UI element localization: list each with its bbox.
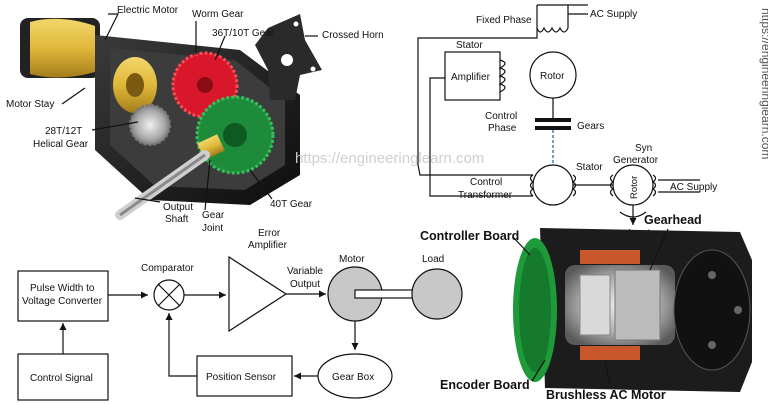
label-motor-stay: Motor Stay: [6, 99, 54, 110]
label-helical-28t: 28T/12T: [45, 126, 82, 137]
electric-motor-can: [30, 18, 95, 78]
label-amplifier-block: Amplifier: [248, 240, 288, 251]
label-control-t: Control: [470, 177, 502, 188]
label-pulse-width: Pulse Width to: [30, 283, 95, 294]
amplifier-box: [444, 51, 501, 101]
side-url: https://engineeringlearn.com: [759, 8, 768, 159]
label-gear-box: Gear Box: [332, 372, 374, 383]
label-load: Load: [422, 254, 444, 265]
control-phase-coil: [498, 59, 506, 93]
pulse-converter-box: [17, 270, 109, 322]
label-amplifier: Amplifier: [451, 72, 491, 83]
label-control-signal: Control Signal: [30, 373, 93, 384]
label-gears: Gears: [577, 121, 604, 132]
label-joint: Joint: [202, 223, 223, 234]
label-helical-gear: Helical Gear: [33, 139, 89, 150]
fixed-phase-coil: [536, 5, 569, 33]
label-error: Error: [258, 228, 281, 239]
label-40t-gear: 40T Gear: [270, 199, 313, 210]
watermark: https://engineeringlearn.com: [295, 150, 484, 167]
label-variable: Variable: [287, 266, 323, 277]
copper-windings-bottom: [580, 346, 640, 360]
label-position-sensor: Position Sensor: [206, 372, 277, 383]
copper-windings-top: [580, 250, 640, 264]
control-transformer-circle: [532, 164, 574, 206]
label-phase: Phase: [488, 123, 517, 134]
label-ac-supply-top: AC Supply: [590, 9, 637, 20]
label-output-block: Output: [290, 279, 320, 290]
label-control: Control: [485, 111, 517, 122]
servo-block-diagram: Pulse Width to Voltage Converter Control…: [17, 228, 463, 401]
load-circle: [411, 268, 463, 320]
label-syn: Syn: [635, 143, 652, 154]
label-rotor-vertical: Rotor: [629, 176, 640, 199]
label-stator-top: Stator: [456, 40, 483, 51]
label-controller-board: Controller Board: [420, 229, 519, 243]
label-stator-mid: Stator: [576, 162, 603, 173]
label-voltage-converter: Voltage Converter: [22, 296, 103, 307]
gears-symbol: [535, 118, 571, 122]
ac-servo-schematic: Fixed Phase AC Supply Stator Amplifier R…: [417, 4, 717, 239]
label-worm-gear: Worm Gear: [192, 9, 244, 20]
label-crossed-horn: Crossed Horn: [322, 30, 384, 41]
label-gearhead: Gearhead: [644, 213, 702, 227]
error-amplifier-triangle: [228, 255, 288, 333]
label-brushless-ac-motor: Brushless AC Motor: [546, 388, 666, 402]
label-fixed-phase: Fixed Phase: [476, 15, 532, 26]
control-signal-box: [17, 353, 109, 401]
label-shaft: Shaft: [165, 214, 189, 225]
label-comparator: Comparator: [141, 263, 194, 274]
label-transformer: Transformer: [458, 190, 513, 201]
gearhead: [673, 249, 751, 371]
helical-gear: [129, 104, 171, 146]
label-electric-motor: Electric Motor: [117, 5, 179, 16]
label-output: Output: [163, 202, 193, 213]
brushless-motor-cutaway: Controller Board Gearhead Encoder Board …: [420, 213, 752, 402]
label-rotor: Rotor: [540, 71, 565, 82]
label-motor: Motor: [339, 254, 365, 265]
label-gear: Gear: [202, 210, 225, 221]
label-generator: Generator: [613, 155, 659, 166]
position-sensor-box: [196, 355, 293, 397]
gear-motor-illustration: Electric Motor Worm Gear 36T/10T Gear Cr…: [6, 5, 384, 234]
label-encoder-board: Encoder Board: [440, 378, 530, 392]
label-ac-supply-right: AC Supply: [670, 182, 717, 193]
label-36t-gear: 36T/10T Gear: [212, 28, 275, 39]
